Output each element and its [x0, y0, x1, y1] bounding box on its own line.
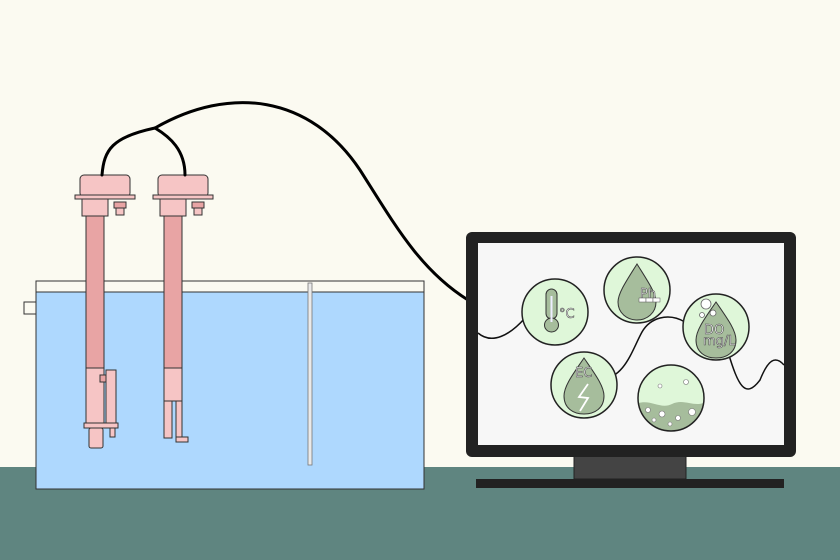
monitor: [466, 232, 796, 488]
tank-rod: [307, 282, 313, 466]
ec-drop-icon: EC: [550, 351, 618, 419]
sensor-cables: [100, 101, 470, 302]
screen-waveform: [477, 316, 785, 390]
ec-label: EC: [575, 366, 592, 381]
temperature-label: °C: [559, 307, 575, 322]
do-unit-label: mg/L: [703, 334, 736, 349]
sensor-probe-2: [152, 174, 214, 443]
do-label: DO: [704, 323, 724, 338]
water-tank: [23, 280, 425, 490]
monitor-stand: [573, 455, 687, 480]
monitor-base: [476, 479, 784, 488]
oxygen-drop-icon: DO mg/L: [682, 293, 750, 361]
thermometer-icon: °C: [521, 278, 589, 346]
ph-drop-icon: Ph: [603, 256, 671, 324]
sensor-probe-1: [74, 174, 136, 449]
